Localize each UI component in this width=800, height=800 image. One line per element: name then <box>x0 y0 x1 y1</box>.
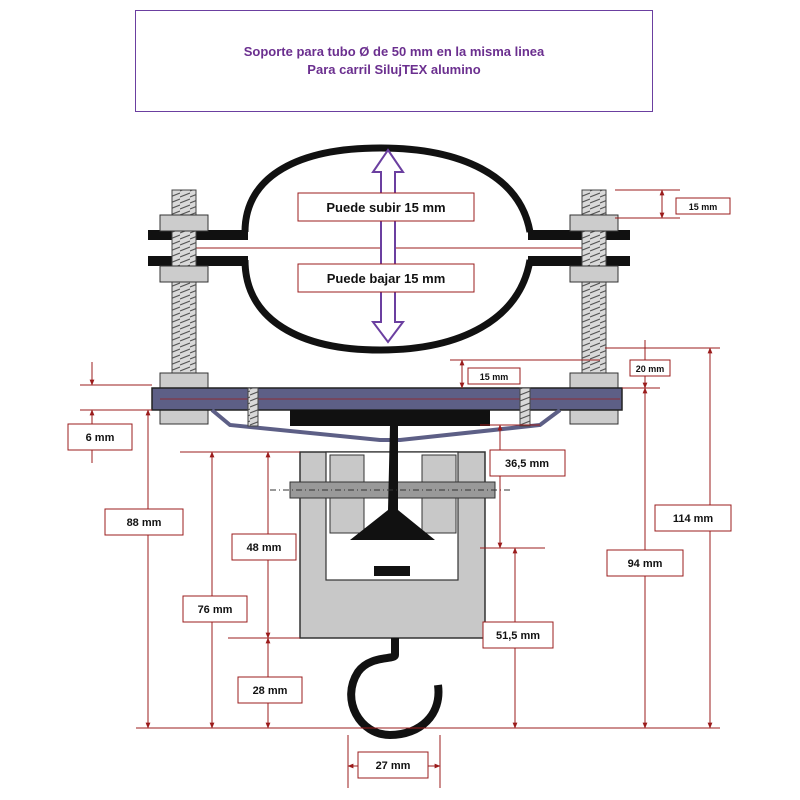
nut <box>159 372 209 390</box>
nut <box>569 265 619 283</box>
clamp-flange-left-top <box>148 230 248 240</box>
screw-right <box>519 387 531 427</box>
nut <box>569 214 619 232</box>
dim-6-label: 6 mm <box>86 432 115 444</box>
dim-51-5-label: 51,5 mm <box>496 630 540 642</box>
dim-plate-20-label: 20 mm <box>636 364 665 374</box>
clamp-upper-half <box>241 144 534 233</box>
clamp-flange-left-bottom <box>148 256 248 266</box>
carriage-top <box>290 410 490 426</box>
screw-left <box>247 387 259 427</box>
vertical-double-arrow <box>371 148 405 344</box>
threaded-rod-right <box>569 189 619 425</box>
dim-48-label: 48 mm <box>247 542 282 554</box>
title-box: Soporte para tubo Ø de 50 mm en la misma… <box>135 10 653 112</box>
hook <box>347 638 443 740</box>
title-line-1: Soporte para tubo Ø de 50 mm en la misma… <box>243 44 545 59</box>
dim-94-label: 94 mm <box>628 558 663 570</box>
threaded-rod-left <box>159 189 209 425</box>
down-label-box <box>297 263 475 293</box>
clamp-lower-half <box>241 259 534 354</box>
dim-27-label: 27 mm <box>376 760 411 772</box>
title-line-2: Para carril SilujTEX alumino <box>307 62 481 77</box>
dim-76-label: 76 mm <box>198 604 233 616</box>
dim-88-label: 88 mm <box>127 517 162 529</box>
dim-plate-15-label: 15 mm <box>480 372 509 382</box>
dim-bolt-15-label: 15 mm <box>689 202 718 212</box>
dim-28-label: 28 mm <box>253 685 288 697</box>
clamp-flange-right-top <box>528 230 630 240</box>
dim-36-5-label: 36,5 mm <box>505 458 549 470</box>
down-label: Puede bajar 15 mm <box>327 271 446 286</box>
dimension-labels: 15 mm 15 mm 20 mm 6 mm 88 mm 76 mm 48 mm… <box>67 197 732 779</box>
pipe-clamp <box>148 144 630 354</box>
dim-114-label: 114 mm <box>673 513 714 525</box>
nut <box>159 214 209 232</box>
clamp-flange-right-bottom <box>528 256 630 266</box>
up-label-box <box>297 192 475 222</box>
up-label: Puede subir 15 mm <box>326 200 445 215</box>
nut <box>159 265 209 283</box>
trolley <box>270 425 510 639</box>
nut <box>569 372 619 390</box>
